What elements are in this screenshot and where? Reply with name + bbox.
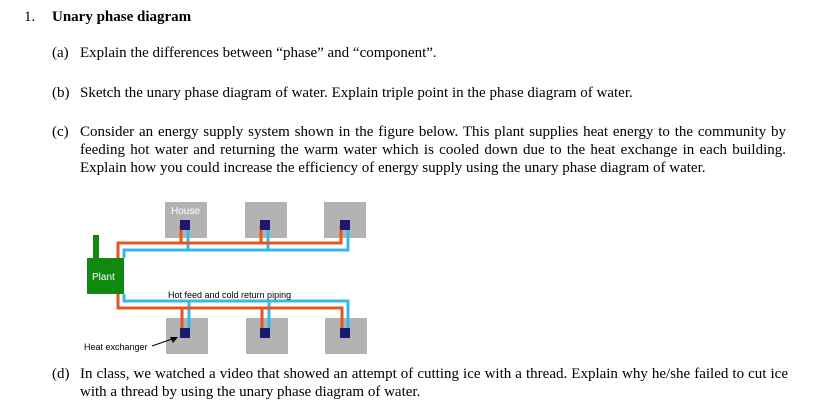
cold-return-pipe-bottom xyxy=(122,294,350,330)
heat-exchanger-top-1 xyxy=(180,220,190,230)
item-c-text: Consider an energy supply system shown i… xyxy=(80,124,786,176)
heat-exchanger-bottom-3 xyxy=(340,328,350,338)
heat-exchanger-bottom-2 xyxy=(260,328,270,338)
house-label: House xyxy=(171,206,200,217)
item-a-label: (a) xyxy=(52,45,69,61)
item-c-label: (c) xyxy=(52,124,69,140)
question-number: 1. xyxy=(24,9,36,25)
piping-label: Hot feed and cold return piping xyxy=(168,290,291,300)
item-d-text: In class, we watched a video that showed… xyxy=(80,366,788,400)
plant-chimney xyxy=(93,235,99,260)
heat-exchanger-top-2 xyxy=(260,220,270,230)
heat-exchanger-bottom-1 xyxy=(180,328,190,338)
plant-label: Plant xyxy=(92,272,115,283)
heat-exchanger-top-3 xyxy=(340,220,350,230)
plant-building xyxy=(87,258,124,294)
item-b-text: Sketch the unary phase diagram of water.… xyxy=(80,85,633,101)
hot-feed-pipe-top xyxy=(116,225,343,258)
hot-feed-pipe-bottom xyxy=(116,294,344,330)
item-a-text: Explain the differences between “phase” … xyxy=(80,45,437,61)
item-d-label: (d) xyxy=(52,366,70,382)
question-title: Unary phase diagram xyxy=(52,9,192,25)
heat-exchanger-label: Heat exchanger xyxy=(84,342,148,352)
heat-exchanger-arrow xyxy=(151,337,178,347)
item-b-label: (b) xyxy=(52,85,70,101)
